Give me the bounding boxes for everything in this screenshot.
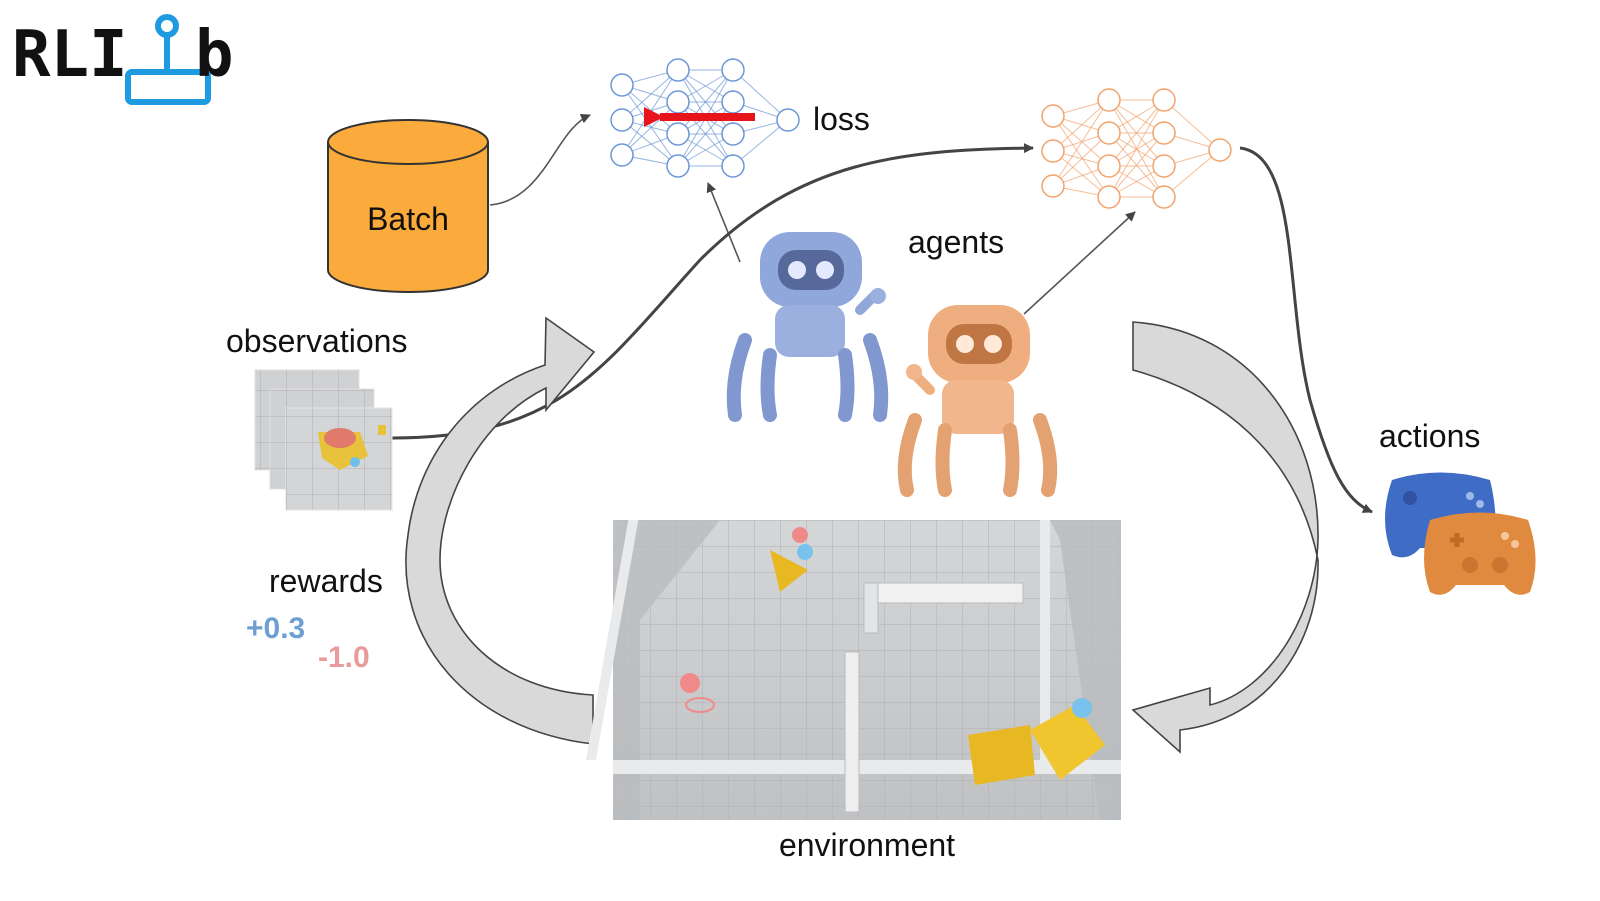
network-node	[721, 154, 745, 178]
environment-scene	[585, 520, 1121, 820]
policy-neural-network	[1041, 88, 1232, 209]
network-edge	[1052, 150, 1110, 198]
rewards-flow-arrow	[405, 316, 596, 745]
network-node	[666, 90, 690, 114]
network-edge	[1052, 132, 1110, 187]
network-node	[1041, 139, 1065, 163]
orange-robot-agent	[897, 305, 1058, 497]
network-node	[1041, 104, 1065, 128]
network-edge	[732, 119, 789, 167]
network-node	[1041, 174, 1065, 198]
network-node	[666, 122, 690, 146]
network-node	[776, 108, 800, 132]
network-node	[1152, 154, 1176, 178]
network-edge	[621, 69, 679, 121]
network-edge	[621, 101, 679, 156]
network-node	[1097, 154, 1121, 178]
batch-label: Batch	[367, 201, 449, 237]
network-node	[721, 90, 745, 114]
observations-label: observations	[226, 323, 407, 359]
network-edge	[1108, 99, 1165, 198]
network-edge	[1052, 115, 1110, 198]
network-node	[666, 154, 690, 178]
network-node	[721, 122, 745, 146]
network-node	[1097, 121, 1121, 145]
logo-text-left: RLI	[12, 18, 128, 92]
network-edge	[1052, 99, 1110, 152]
network-edge	[732, 69, 789, 121]
network-edge	[677, 101, 734, 167]
observation-frame	[285, 407, 393, 511]
environment-label: environment	[779, 827, 955, 863]
network-node	[721, 58, 745, 82]
network-node	[1208, 138, 1232, 162]
network-node	[610, 143, 634, 167]
network-node	[610, 73, 634, 97]
network-edge	[1052, 99, 1110, 187]
observations-to-policy-arrow	[391, 143, 1034, 440]
network-node	[666, 58, 690, 82]
network-edge	[1163, 149, 1221, 198]
loss-label: loss	[813, 101, 870, 137]
rewards-label: rewards	[269, 563, 383, 599]
actions-label: actions	[1379, 418, 1480, 454]
network-node	[1097, 88, 1121, 112]
network-edge	[1052, 115, 1110, 167]
network-edge	[1108, 132, 1165, 198]
network-node	[610, 108, 634, 132]
joystick-icon	[125, 14, 211, 105]
network-node	[1152, 185, 1176, 209]
agents-label: agents	[908, 224, 1004, 260]
network-edge	[677, 69, 734, 135]
network-node	[1152, 88, 1176, 112]
network-edge	[621, 119, 679, 167]
orange-gamepad-icon	[1424, 512, 1536, 595]
loss-neural-network	[610, 58, 800, 178]
policy-to-actions-arrow	[1239, 146, 1373, 514]
reward-positive-value: +0.3	[246, 612, 305, 645]
logo-text-right: b	[195, 18, 234, 92]
actions-flow-arrow	[1131, 321, 1319, 754]
agent-to-policy-arrow	[1023, 211, 1136, 315]
rllib-logo: RLI b	[12, 14, 234, 105]
batch-to-loss-arrow	[489, 113, 591, 206]
observation-frames	[254, 369, 393, 511]
network-edge	[1108, 99, 1165, 167]
reward-negative-value: -1.0	[318, 641, 370, 674]
network-node	[1097, 185, 1121, 209]
network-node	[1152, 121, 1176, 145]
batch-database: Batch	[327, 119, 489, 293]
blue-robot-agent	[726, 232, 889, 422]
network-edge	[1163, 99, 1221, 151]
agent-to-loss-arrow	[706, 182, 741, 263]
